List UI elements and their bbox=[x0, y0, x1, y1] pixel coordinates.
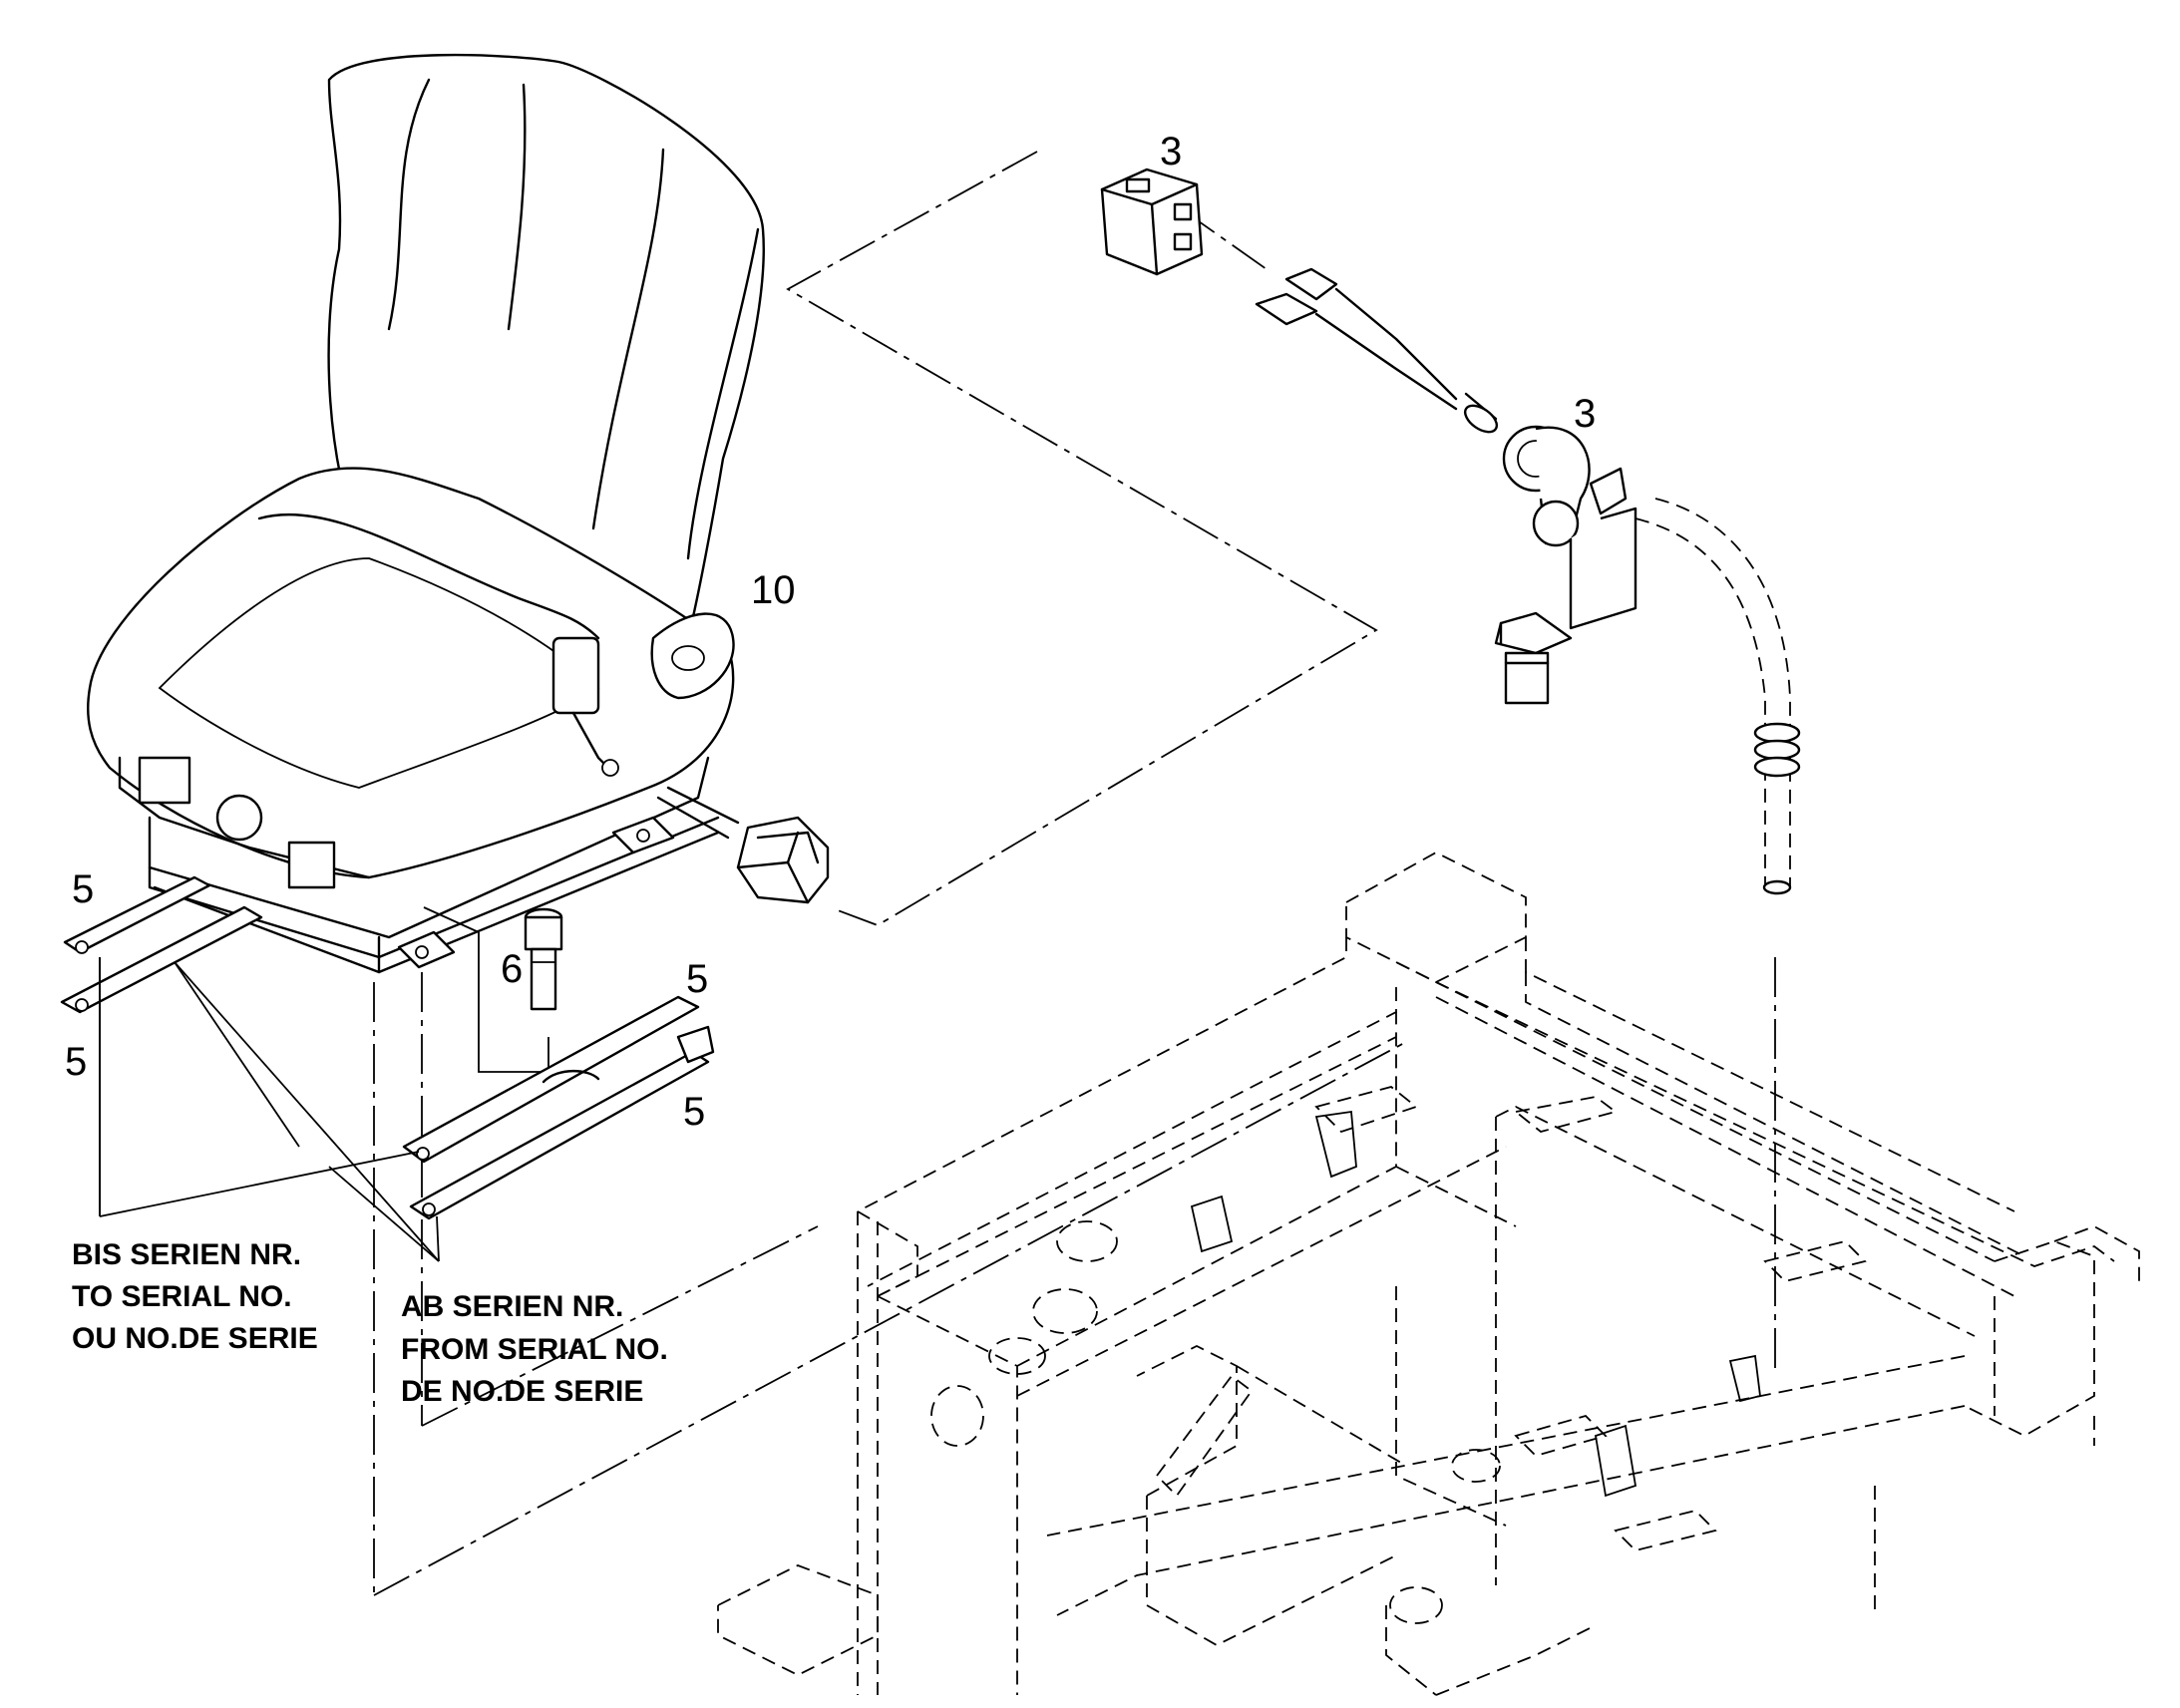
connector-plug bbox=[1100, 168, 1499, 434]
note-to-line-2: TO SERIAL NO. bbox=[72, 1280, 292, 1313]
note-from-line-3: DE NO.DE SERIE bbox=[401, 1375, 643, 1408]
operator-seat bbox=[87, 53, 830, 1073]
callout-labels: 3 3 10 5 5 6 5 5 bbox=[65, 130, 1596, 1134]
note-from-line-1: AB SERIEN NR. bbox=[401, 1290, 623, 1323]
callout-connector-top: 3 bbox=[1160, 130, 1182, 173]
callout-switch: 3 bbox=[1574, 392, 1596, 436]
callout-rail-lower-right: 5 bbox=[683, 1090, 705, 1134]
note-to-line-3: OU NO.DE SERIE bbox=[72, 1322, 318, 1355]
note-from-line-2: FROM SERIAL NO. bbox=[401, 1333, 668, 1366]
machine-frame bbox=[717, 851, 2140, 1696]
callout-rail-lower-left: 5 bbox=[65, 1040, 87, 1084]
callout-rail-upper-left: 5 bbox=[72, 867, 94, 911]
note-to-line-1: BIS SERIEN NR. bbox=[72, 1238, 301, 1271]
callout-seat: 10 bbox=[751, 568, 796, 612]
serial-note-to: BIS SERIEN NR. TO SERIAL NO. OU NO.DE SE… bbox=[72, 1238, 318, 1355]
serial-note-from: AB SERIEN NR. FROM SERIAL NO. DE NO.DE S… bbox=[401, 1290, 668, 1408]
seat-rails bbox=[60, 875, 715, 1220]
assembly-lines bbox=[373, 151, 1776, 1596]
cable bbox=[1635, 498, 1801, 895]
leader-lines bbox=[99, 957, 440, 1262]
callout-bolt: 6 bbox=[501, 947, 523, 991]
seat-switch bbox=[1494, 425, 1637, 705]
callout-rail-upper-right: 5 bbox=[686, 957, 708, 1001]
